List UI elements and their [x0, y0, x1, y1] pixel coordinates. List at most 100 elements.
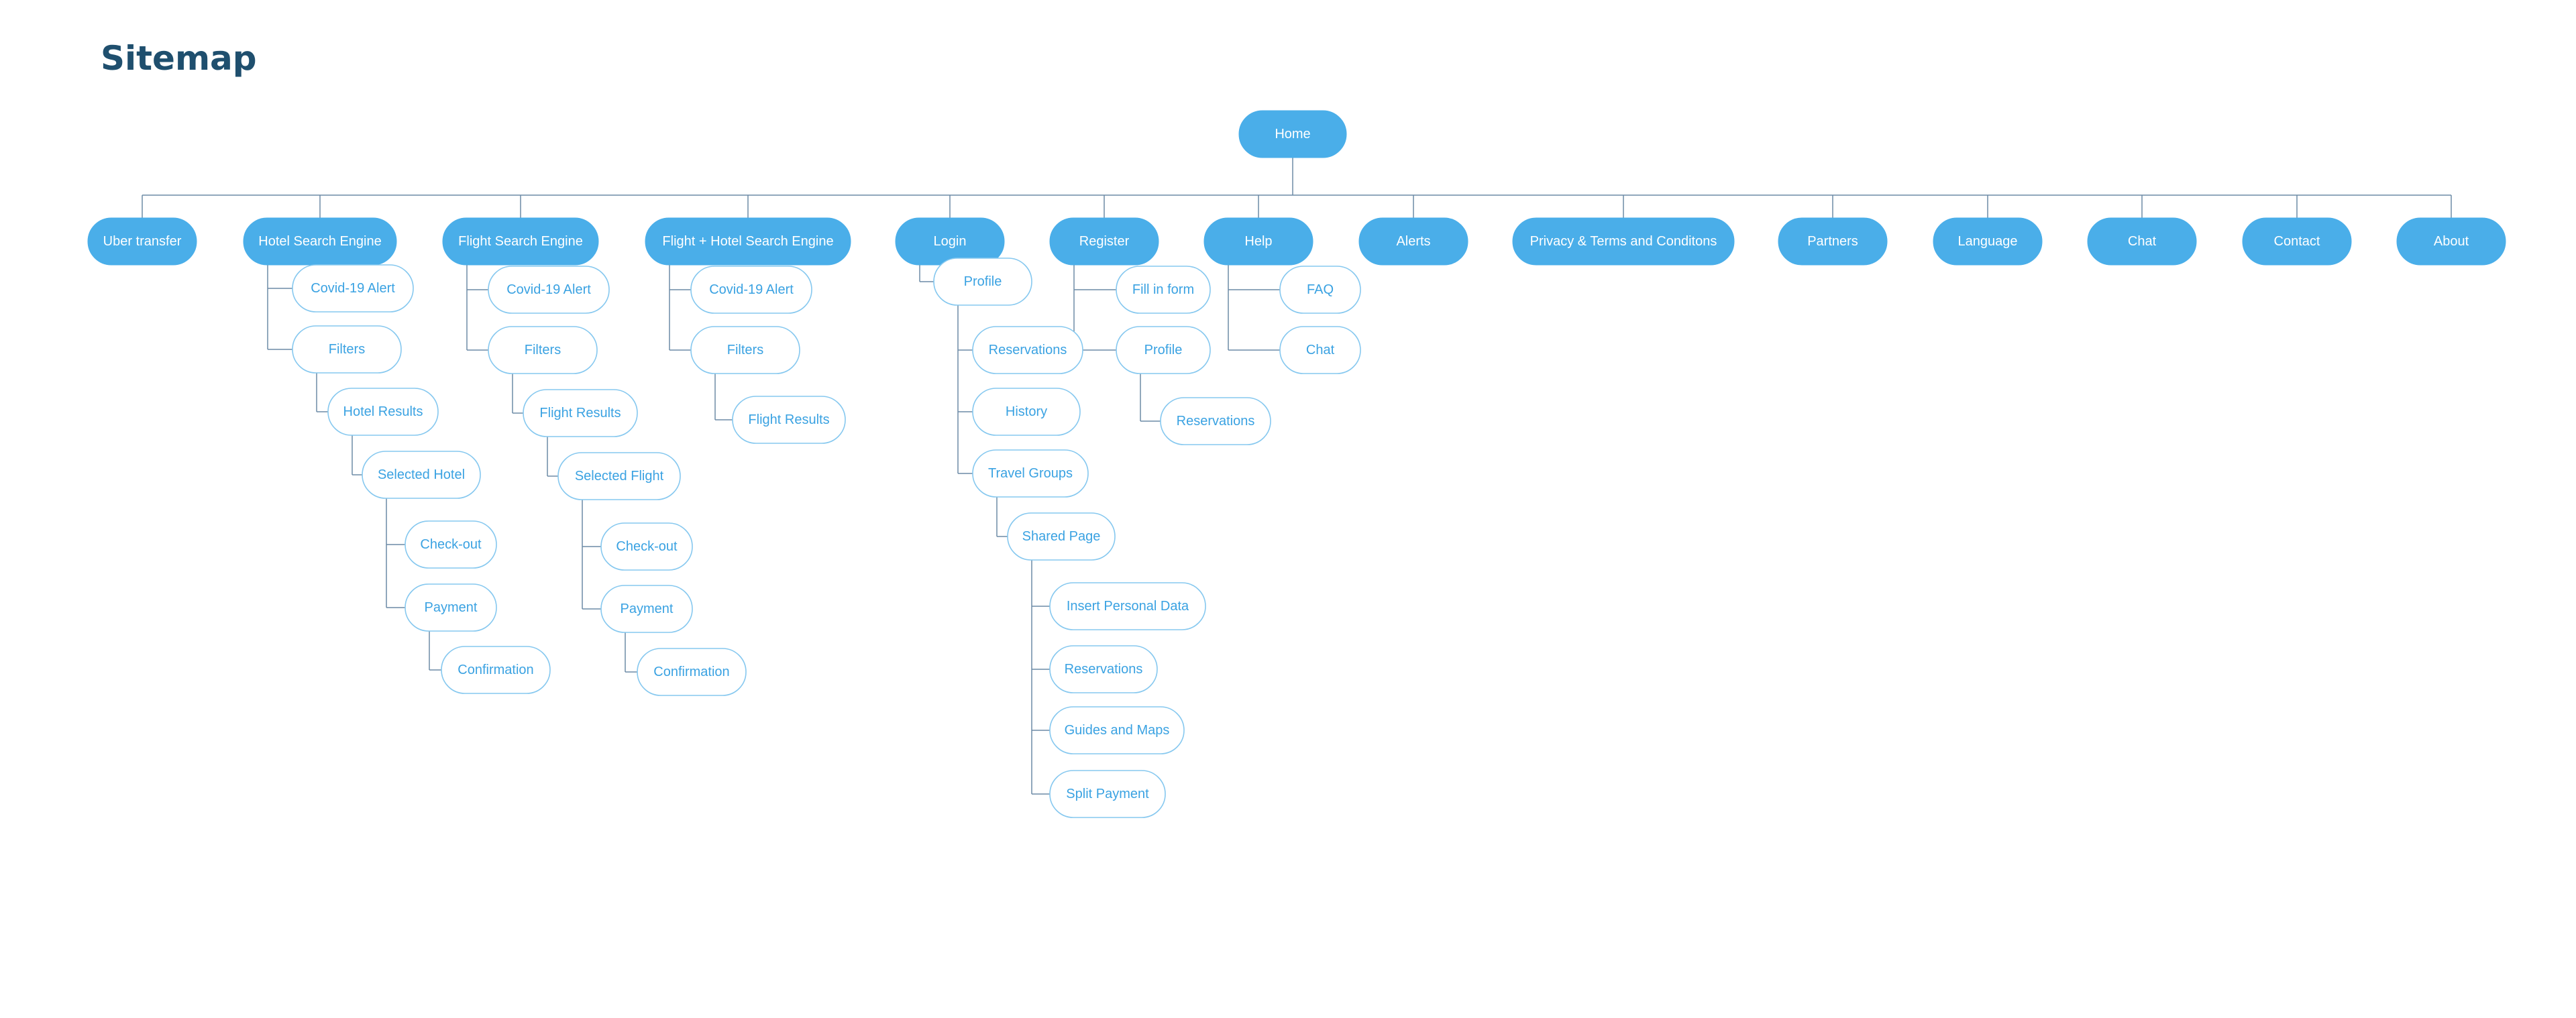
- page-node-confirmation[interactable]: Confirmation: [637, 648, 747, 696]
- page-node-check-out[interactable]: Check-out: [600, 522, 693, 571]
- page-node-split-payment-shape: [1049, 770, 1166, 818]
- section-node-flight-search-engine-shape: [442, 217, 599, 266]
- section-node-privacy-terms-and-conditons-label: Privacy & Terms and Conditons: [1530, 234, 1717, 249]
- section-node-chat[interactable]: Chat: [2087, 217, 2197, 266]
- page-node-check-out-label: Check-out: [420, 537, 482, 552]
- page-node-history-label: History: [1006, 404, 1047, 419]
- page-node-selected-flight-shape: [557, 452, 681, 500]
- page-node-guides-and-maps-shape: [1049, 706, 1185, 754]
- page-node-payment-shape: [600, 585, 693, 633]
- section-node-flight-hotel-search-engine-shape: [645, 217, 851, 266]
- page-node-confirmation[interactable]: Confirmation: [441, 646, 551, 694]
- section-node-help[interactable]: Help: [1203, 217, 1313, 266]
- page-node-selected-flight-label: Selected Flight: [575, 469, 664, 484]
- page-node-reservations[interactable]: Reservations: [972, 326, 1083, 374]
- section-node-flight-search-engine[interactable]: Flight Search Engine: [442, 217, 599, 266]
- page-node-profile-label: Profile: [1144, 343, 1183, 357]
- page-node-covid-19-alert[interactable]: Covid-19 Alert: [488, 266, 610, 314]
- section-node-help-shape: [1203, 217, 1313, 266]
- page-node-check-out[interactable]: Check-out: [405, 520, 497, 569]
- page-node-filters[interactable]: Filters: [488, 326, 598, 374]
- page-node-history[interactable]: History: [972, 388, 1081, 436]
- page-node-profile[interactable]: Profile: [1116, 326, 1211, 374]
- section-node-contact-shape: [2242, 217, 2352, 266]
- section-node-alerts-label: Alerts: [1396, 234, 1430, 249]
- section-node-about[interactable]: About: [2396, 217, 2506, 266]
- page-node-covid-19-alert-shape: [292, 264, 414, 313]
- section-node-uber-transfer[interactable]: Uber transfer: [87, 217, 197, 266]
- section-node-login-label: Login: [934, 234, 967, 249]
- page-node-filters-shape: [690, 326, 800, 374]
- page-node-filters-label: Filters: [727, 343, 763, 357]
- page-node-faq-shape: [1279, 266, 1361, 314]
- page-node-insert-personal-data-label: Insert Personal Data: [1067, 599, 1189, 614]
- page-node-insert-personal-data[interactable]: Insert Personal Data: [1049, 582, 1206, 630]
- page-node-profile[interactable]: Profile: [933, 258, 1032, 306]
- page-node-selected-hotel-label: Selected Hotel: [378, 467, 465, 482]
- section-node-chat-label: Chat: [2128, 234, 2157, 249]
- page-node-guides-and-maps[interactable]: Guides and Maps: [1049, 706, 1185, 754]
- section-node-register-shape: [1049, 217, 1159, 266]
- page-node-shared-page-shape: [1007, 512, 1116, 561]
- page-node-selected-flight[interactable]: Selected Flight: [557, 452, 681, 500]
- page-node-chat-label: Chat: [1306, 343, 1335, 357]
- page-node-reservations[interactable]: Reservations: [1049, 645, 1158, 693]
- page-node-chat[interactable]: Chat: [1279, 326, 1361, 374]
- page-node-selected-hotel[interactable]: Selected Hotel: [362, 451, 481, 499]
- section-node-hotel-search-engine-label: Hotel Search Engine: [258, 234, 381, 249]
- page-node-travel-groups[interactable]: Travel Groups: [972, 449, 1089, 498]
- page-node-covid-19-alert-shape: [690, 266, 812, 314]
- page-node-payment[interactable]: Payment: [405, 583, 497, 632]
- page-node-reservations-shape: [1049, 645, 1158, 693]
- section-node-about-label: About: [2434, 234, 2469, 249]
- page-node-reservations-shape: [972, 326, 1083, 374]
- page-node-travel-groups-label: Travel Groups: [988, 466, 1073, 481]
- section-node-partners[interactable]: Partners: [1778, 217, 1888, 266]
- page-node-payment-label: Payment: [621, 602, 674, 616]
- section-node-language[interactable]: Language: [1933, 217, 2043, 266]
- page-node-filters-shape: [292, 325, 402, 374]
- page-node-fill-in-form[interactable]: Fill in form: [1116, 266, 1211, 314]
- page-node-payment-label: Payment: [425, 600, 478, 615]
- section-node-hotel-search-engine[interactable]: Hotel Search Engine: [243, 217, 397, 266]
- section-node-privacy-terms-and-conditons-shape: [1512, 217, 1735, 266]
- section-node-partners-label: Partners: [1807, 234, 1858, 249]
- page-node-history-shape: [972, 388, 1081, 436]
- page-node-covid-19-alert[interactable]: Covid-19 Alert: [292, 264, 414, 313]
- section-node-alerts[interactable]: Alerts: [1358, 217, 1468, 266]
- page-node-split-payment[interactable]: Split Payment: [1049, 770, 1166, 818]
- section-node-language-label: Language: [1958, 234, 2018, 249]
- page-node-filters-label: Filters: [329, 342, 365, 357]
- page-node-hotel-results[interactable]: Hotel Results: [327, 388, 439, 436]
- section-node-privacy-terms-and-conditons[interactable]: Privacy & Terms and Conditons: [1512, 217, 1735, 266]
- section-node-flight-search-engine-label: Flight Search Engine: [458, 234, 583, 249]
- page-node-faq-label: FAQ: [1307, 282, 1334, 297]
- page-node-check-out-shape: [600, 522, 693, 571]
- section-node-register[interactable]: Register: [1049, 217, 1159, 266]
- page-node-covid-19-alert-shape: [488, 266, 610, 314]
- page-node-filters[interactable]: Filters: [292, 325, 402, 374]
- section-node-uber-transfer-label: Uber transfer: [103, 234, 182, 249]
- page-node-flight-results-label: Flight Results: [748, 412, 829, 427]
- page-node-filters[interactable]: Filters: [690, 326, 800, 374]
- page-node-split-payment-label: Split Payment: [1066, 787, 1149, 801]
- page-node-shared-page[interactable]: Shared Page: [1007, 512, 1116, 561]
- page-node-guides-and-maps-label: Guides and Maps: [1065, 723, 1170, 738]
- page-node-filters-shape: [488, 326, 598, 374]
- home-node[interactable]: Home: [1238, 110, 1347, 158]
- page-node-fill-in-form-label: Fill in form: [1132, 282, 1194, 297]
- page-node-flight-results-label: Flight Results: [539, 406, 621, 420]
- page-node-selected-hotel-shape: [362, 451, 481, 499]
- page-node-payment[interactable]: Payment: [600, 585, 693, 633]
- page-node-flight-results[interactable]: Flight Results: [523, 389, 638, 437]
- page-node-confirmation-label: Confirmation: [653, 665, 729, 679]
- section-node-language-shape: [1933, 217, 2043, 266]
- page-node-reservations[interactable]: Reservations: [1160, 397, 1271, 445]
- page-node-faq[interactable]: FAQ: [1279, 266, 1361, 314]
- page-node-check-out-shape: [405, 520, 497, 569]
- page-node-flight-results[interactable]: Flight Results: [732, 396, 846, 444]
- section-node-flight-hotel-search-engine[interactable]: Flight + Hotel Search Engine: [645, 217, 851, 266]
- page-node-covid-19-alert[interactable]: Covid-19 Alert: [690, 266, 812, 314]
- section-node-contact[interactable]: Contact: [2242, 217, 2352, 266]
- home-node-shape: [1238, 110, 1347, 158]
